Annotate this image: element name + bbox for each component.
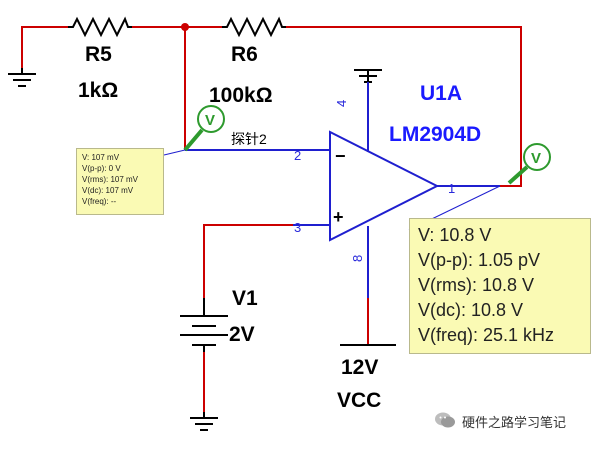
ground-bottom-icon bbox=[190, 412, 218, 431]
svg-text:V: V bbox=[531, 150, 541, 167]
battery-v1-symbol[interactable] bbox=[180, 298, 228, 352]
probe-leader-inverting bbox=[163, 149, 186, 156]
r6-value-label: 100kΩ bbox=[209, 84, 273, 107]
svg-text:V: V bbox=[205, 112, 215, 129]
probe-inverting-readout: V: 107 mV V(p-p): 0 V V(rms): 107 mV V(d… bbox=[76, 148, 164, 215]
readout-v: V: 10.8 V bbox=[418, 225, 492, 245]
readout-vfreq: V(freq): 25.1 kHz bbox=[418, 325, 555, 345]
opamp-plus-sign: + bbox=[333, 207, 344, 227]
probe-output-icon[interactable]: V bbox=[507, 143, 551, 185]
wire-ground-r5 bbox=[21, 26, 68, 68]
pin-1-label: 1 bbox=[448, 181, 455, 196]
wire-output bbox=[500, 170, 522, 187]
pin-3-label: 3 bbox=[294, 220, 301, 235]
readout-vrms: V(rms): 107 mV bbox=[82, 175, 139, 184]
r5-value-label: 1kΩ bbox=[78, 79, 118, 102]
pin-4-label: 4 bbox=[334, 100, 349, 107]
vcc-value-label: 12V bbox=[341, 356, 378, 379]
wire-r6-top-right bbox=[286, 26, 522, 170]
opamp-u1a-symbol[interactable] bbox=[329, 130, 440, 242]
wechat-icon bbox=[435, 412, 455, 428]
probe-2-label: 探针2 bbox=[231, 131, 267, 147]
junction-dot bbox=[181, 23, 189, 31]
readout-vrms: V(rms): 10.8 V bbox=[418, 275, 535, 295]
readout-vpp: V(p-p): 0 V bbox=[82, 164, 121, 173]
v1-ref-label: V1 bbox=[232, 287, 258, 310]
resistor-r6-symbol bbox=[222, 16, 286, 38]
wire-v1-top bbox=[203, 224, 293, 298]
pin-8-label: 8 bbox=[350, 255, 365, 262]
probe-inverting-icon[interactable]: V bbox=[183, 105, 225, 152]
vcc-name-label: VCC bbox=[337, 389, 381, 412]
pin-2-label: 2 bbox=[294, 148, 301, 163]
u1a-ref-label: U1A bbox=[420, 82, 462, 105]
r6-ref-label: R6 bbox=[231, 43, 258, 66]
readout-vfreq: V(freq): -- bbox=[82, 197, 117, 206]
readout-vpp: V(p-p): 1.05 pV bbox=[418, 250, 541, 270]
ground-left-icon bbox=[8, 68, 36, 87]
u1a-part-label: LM2904D bbox=[389, 123, 481, 146]
r5-ref-label: R5 bbox=[85, 43, 112, 66]
readout-v: V: 107 mV bbox=[82, 153, 120, 162]
watermark-text: 硬件之路学习笔记 bbox=[462, 415, 567, 430]
probe-output-readout: V: 10.8 V V(p-p): 1.05 pV V(rms): 10.8 V… bbox=[409, 218, 591, 354]
opamp-minus-sign: − bbox=[335, 146, 346, 166]
resistor-r5-symbol bbox=[68, 16, 132, 38]
readout-vdc: V(dc): 107 mV bbox=[82, 186, 134, 195]
v1-value-label: 2V bbox=[229, 323, 255, 346]
readout-vdc: V(dc): 10.8 V bbox=[418, 300, 524, 320]
